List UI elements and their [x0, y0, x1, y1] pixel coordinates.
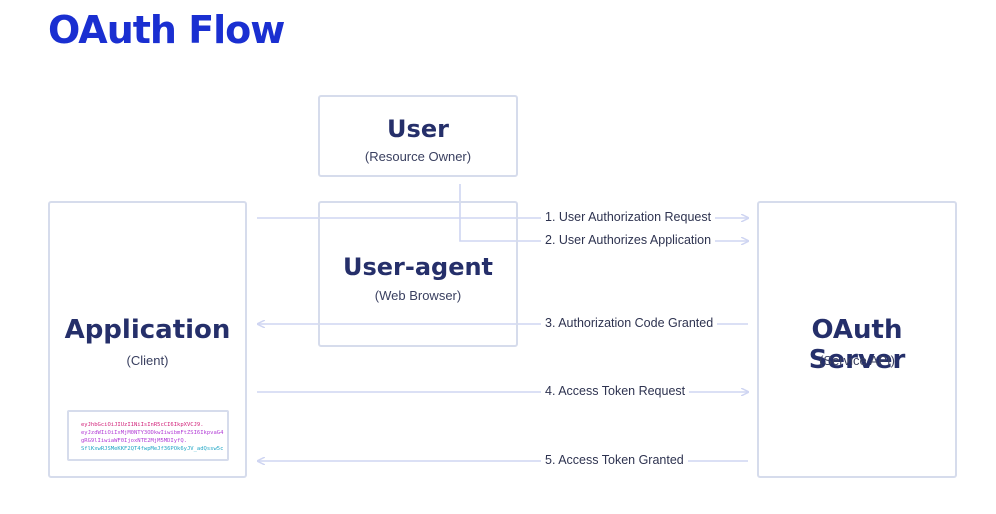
flow-3-label: 3. Authorization Code Granted [541, 316, 718, 330]
application-box: Application (Client) [48, 201, 247, 478]
flow-2-label: 2. User Authorizes Application [541, 233, 716, 247]
application-box-name: Application [64, 315, 231, 345]
flow-5-label: 5. Access Token Granted [541, 453, 688, 467]
page-title: OAuth Flow [48, 8, 285, 52]
flow-4-label: 4. Access Token Request [541, 384, 690, 398]
access-token-snippet: eyJhbGciOiJIUzI1NiIsInR5cCI6IkpXVCJ9. ey… [67, 410, 229, 461]
application-box-subtitle: (Client) [126, 353, 169, 368]
oauth-server-box-name: OAuth Server [808, 315, 906, 375]
user-agent-box: User-agent (Web Browser) [318, 201, 518, 347]
token-line: eyJhbGciOiJIUzI1NiIsInR5cCI6IkpXVCJ9. [81, 422, 204, 428]
flow-1-label: 1. User Authorization Request [541, 210, 716, 224]
user-agent-box-name: User-agent [342, 253, 494, 281]
user-box-subtitle: (Resource Owner) [364, 149, 472, 164]
token-line: SflKxwRJSMeKKF2QT4fwpMeJf36POk6yJV_adQss… [81, 446, 224, 452]
user-box-name: User [387, 115, 449, 143]
user-box: User (Resource Owner) [318, 95, 518, 177]
oauth-server-box: OAuth Server (Service API) [757, 201, 957, 478]
token-line: eyJzdWIiOiIxMjM0NTY3ODkwIiwibmFtZSI6Ikpv… [81, 430, 224, 436]
oauth-server-box-subtitle: (Service API) [819, 353, 895, 368]
token-line: gRG9lIiwiaWF0IjoxNTE2MjM5MDIyfQ. [81, 438, 187, 444]
user-agent-box-subtitle: (Web Browser) [374, 288, 462, 303]
